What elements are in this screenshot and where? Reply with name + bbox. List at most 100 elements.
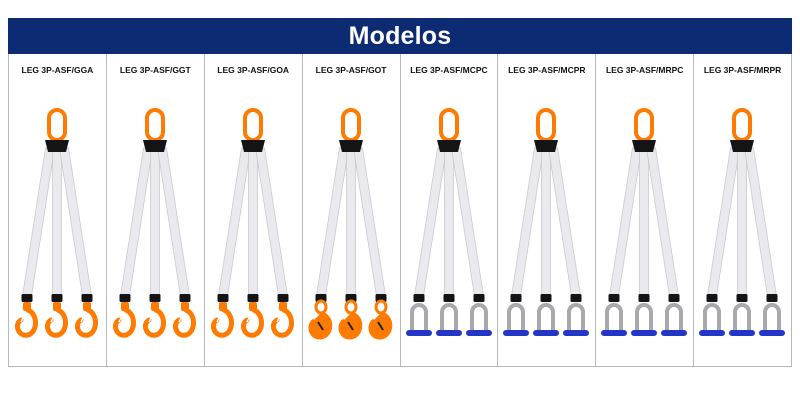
shackle-icon (631, 303, 658, 336)
sling-leg-icon (254, 147, 288, 297)
model-card[interactable]: LEG 3P-ASF/GGT (107, 54, 205, 366)
shackle-icon (601, 303, 628, 336)
master-link-icon (438, 108, 459, 142)
master-link-icon (732, 108, 753, 142)
sling-illustration (112, 108, 196, 338)
sling-leg-icon (541, 147, 552, 297)
model-label: LEG 3P-ASF/GGT (119, 65, 191, 75)
hook-latch-icon (45, 302, 68, 338)
sling-leg-icon (609, 147, 643, 297)
hook-latch-icon (142, 302, 166, 338)
bottom-sleeve-icon (21, 294, 33, 302)
model-label: LEG 3P-ASF/GGA (21, 65, 94, 75)
model-label: LEG 3P-ASF/GOT (315, 65, 387, 75)
sling-leg-icon (149, 147, 160, 297)
header-banner: Modelos (8, 18, 792, 54)
bottom-sleeve-icon (766, 294, 778, 302)
sling-leg-icon (315, 147, 349, 297)
sling-leg-icon (744, 147, 778, 297)
shackle-icon (563, 303, 590, 336)
sling-leg-icon (119, 147, 153, 297)
top-sleeve-icon (142, 140, 167, 152)
hook-latch-icon (210, 302, 234, 338)
bottom-sleeve-icon (510, 294, 522, 302)
sling-leg-icon (707, 147, 741, 297)
top-sleeve-icon (534, 140, 559, 152)
master-link-icon (634, 108, 655, 142)
hook-latch-icon (75, 302, 98, 338)
shackle-icon (699, 303, 726, 336)
sling-leg-icon (548, 147, 582, 297)
bottom-sleeve-icon (736, 294, 748, 302)
top-sleeve-icon (730, 140, 755, 152)
master-link-icon (47, 108, 67, 142)
bottom-sleeve-icon (413, 294, 424, 302)
sling-illustration (699, 108, 786, 336)
sling-leg-icon (22, 147, 55, 297)
models-grid: LEG 3P-ASF/GGA LEG 3P-ASF/GGT LEG 3P-ASF… (8, 54, 792, 367)
bottom-sleeve-icon (51, 294, 63, 302)
hook-latch-icon (240, 302, 264, 338)
bottom-sleeve-icon (277, 294, 289, 302)
top-sleeve-icon (240, 140, 265, 152)
shackle-icon (661, 303, 688, 336)
model-label: LEG 3P-ASF/MCPC (410, 65, 488, 75)
hook-eye-icon (338, 299, 362, 340)
master-link-icon (242, 108, 263, 142)
bottom-sleeve-icon (638, 294, 650, 302)
bottom-sleeve-icon (375, 294, 387, 302)
model-card[interactable]: LEG 3P-ASF/MRPC (596, 54, 695, 366)
top-sleeve-icon (436, 140, 461, 152)
sling-leg-icon (59, 147, 92, 297)
model-card[interactable]: LEG 3P-ASF/MCPC (401, 54, 499, 366)
bottom-sleeve-icon (570, 294, 582, 302)
master-link-icon (340, 108, 361, 142)
bottom-sleeve-icon (81, 294, 93, 302)
model-card[interactable]: LEG 3P-ASF/MCPR (498, 54, 597, 366)
sling-leg-icon (52, 147, 62, 297)
sling-illustration (210, 108, 294, 338)
master-link-icon (536, 108, 557, 142)
bottom-sleeve-icon (668, 294, 680, 302)
shackle-icon (405, 303, 432, 336)
sling-leg-icon (413, 147, 447, 297)
bottom-sleeve-icon (345, 294, 357, 302)
sling-illustration (503, 108, 590, 336)
bottom-sleeve-icon (179, 294, 191, 302)
sling-leg-icon (156, 147, 190, 297)
shackle-icon (759, 303, 786, 336)
bottom-sleeve-icon (706, 294, 718, 302)
sling-illustration (308, 108, 392, 340)
bottom-sleeve-icon (217, 294, 229, 302)
model-card[interactable]: LEG 3P-ASF/MRPR (694, 54, 792, 366)
top-sleeve-icon (45, 140, 69, 152)
bottom-sleeve-icon (119, 294, 131, 302)
sling-illustration (601, 108, 688, 336)
model-label: LEG 3P-ASF/MRPC (605, 65, 684, 75)
sling-leg-icon (443, 147, 454, 297)
hook-latch-icon (172, 302, 196, 338)
model-card[interactable]: LEG 3P-ASF/GOT (303, 54, 401, 366)
bottom-sleeve-icon (247, 294, 259, 302)
model-card[interactable]: LEG 3P-ASF/GOA (205, 54, 303, 366)
sling-leg-icon (737, 147, 748, 297)
hook-latch-icon (270, 302, 294, 338)
bottom-sleeve-icon (315, 294, 327, 302)
bottom-sleeve-icon (540, 294, 552, 302)
sling-leg-icon (217, 147, 251, 297)
sling-leg-icon (247, 147, 258, 297)
sling-leg-icon (511, 147, 545, 297)
sling-leg-icon (345, 147, 356, 297)
model-card[interactable]: LEG 3P-ASF/GGA (9, 54, 107, 366)
shackle-icon (729, 303, 756, 336)
master-link-icon (144, 108, 165, 142)
shackle-icon (503, 303, 530, 336)
bottom-sleeve-icon (149, 294, 161, 302)
bottom-sleeve-icon (473, 294, 484, 302)
sling-leg-icon (639, 147, 650, 297)
hook-latch-icon (112, 302, 136, 338)
sling-illustration (405, 108, 492, 336)
top-sleeve-icon (338, 140, 363, 152)
model-label: LEG 3P-ASF/MRPR (703, 65, 782, 75)
shackle-icon (465, 303, 492, 336)
